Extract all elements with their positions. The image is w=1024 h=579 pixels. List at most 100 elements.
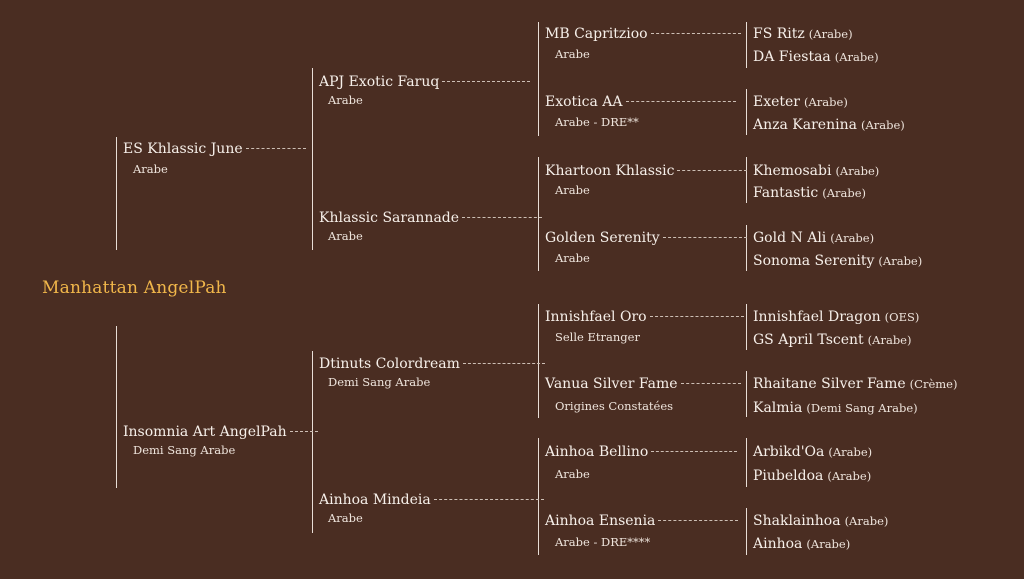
g3-name: Golden Serenity <box>545 230 660 246</box>
g3-name: Vanua Silver Fame <box>545 376 678 392</box>
g3-leader <box>658 520 739 521</box>
g4-name: Anza Karenina <box>753 117 857 133</box>
g4-name: FS Ritz <box>753 26 805 42</box>
g4-breed: (Arabe) <box>827 469 872 483</box>
g4-node-5: Fantastic(Arabe) <box>753 182 866 201</box>
g3-node-6: Ainhoa Bellino <box>545 441 738 460</box>
g3-leader <box>649 316 744 317</box>
g3-name: Ainhoa Ensenia <box>545 513 656 529</box>
g4-breed: (Arabe) <box>828 445 873 459</box>
g4-node-6: Gold N Ali(Arabe) <box>753 227 874 246</box>
g2-leader <box>462 363 545 364</box>
g4-name: Innishfael Dragon <box>753 309 881 325</box>
sire-leader <box>245 148 306 149</box>
connector-g2-2 <box>538 304 539 418</box>
g4-node-10: Rhaitane Silver Fame(Crème) <box>753 373 957 392</box>
g3-name: Khartoon Khlassic <box>545 163 675 179</box>
g4-breed: (Arabe) <box>860 118 905 132</box>
g3-leader <box>650 33 741 34</box>
g3-leader <box>662 237 747 238</box>
connector-g3-0 <box>746 22 747 68</box>
g4-name: Sonoma Serenity <box>753 253 875 269</box>
connector-root-sire <box>116 137 117 250</box>
g3-node-2: Khartoon Khlassic <box>545 160 748 179</box>
g2-node-2: Dtinuts Colordream <box>319 353 545 372</box>
g2-leader <box>442 81 531 82</box>
g4-name: Kalmia <box>753 400 803 416</box>
g3-breed: Arabe <box>555 47 590 61</box>
g4-breed: (Arabe) <box>830 231 875 245</box>
g4-node-12: Arbikd'Oa(Arabe) <box>753 441 872 460</box>
g3-breed: Arabe <box>555 467 590 481</box>
connector-g3-7 <box>746 508 747 555</box>
g4-name: GS April Tscent <box>753 332 864 348</box>
g2-breed: Arabe <box>328 93 363 107</box>
g2-breed: Demi Sang Arabe <box>328 375 431 389</box>
g4-name: Ainhoa <box>753 536 803 552</box>
g4-node-1: DA Fiestaa(Arabe) <box>753 46 879 65</box>
g4-name: Khemosabi <box>753 163 832 179</box>
g2-name: APJ Exotic Faruq <box>319 74 440 90</box>
g4-breed: (Demi Sang Arabe) <box>806 401 918 415</box>
g4-name: DA Fiestaa <box>753 49 831 65</box>
g4-name: Gold N Ali <box>753 230 827 246</box>
g4-node-4: Khemosabi(Arabe) <box>753 160 879 179</box>
sire-node: ES Khlassic June <box>123 138 306 157</box>
dam-breed: Demi Sang Arabe <box>133 443 236 457</box>
g3-name: Innishfael Oro <box>545 309 647 325</box>
g3-breed: Selle Etranger <box>555 330 640 344</box>
connector-g3-2 <box>746 157 747 203</box>
g4-node-15: Ainhoa(Arabe) <box>753 533 850 552</box>
g3-name: MB Capritzioo <box>545 26 648 42</box>
g3-breed: Origines Constatées <box>555 399 674 413</box>
connector-root-dam <box>116 326 117 488</box>
g3-node-7: Ainhoa Ensenia <box>545 510 739 529</box>
g3-breed: Arabe - DRE** <box>555 115 639 129</box>
g4-breed: (Arabe) <box>808 27 853 41</box>
g3-leader <box>651 451 738 452</box>
g4-node-9: GS April Tscent(Arabe) <box>753 329 911 348</box>
g4-breed: (Arabe) <box>844 514 889 528</box>
connector-dam <box>312 351 313 533</box>
g2-node-3: Ainhoa Mindeia <box>319 489 544 508</box>
g4-breed: (Arabe) <box>804 95 848 109</box>
g3-node-4: Innishfael Oro <box>545 306 744 325</box>
g4-breed: (OES) <box>884 310 920 324</box>
g4-breed: (Arabe) <box>835 164 880 178</box>
g4-node-3: Anza Karenina(Arabe) <box>753 114 905 133</box>
connector-sire <box>312 68 313 250</box>
g2-name: Ainhoa Mindeia <box>319 492 431 508</box>
g4-breed: (Arabe) <box>878 254 923 268</box>
sire-breed: Arabe <box>133 162 168 176</box>
g2-node-0: APJ Exotic Faruq <box>319 71 531 90</box>
g3-leader <box>677 170 748 171</box>
g4-breed: (Crème) <box>909 377 958 391</box>
g4-breed: (Arabe) <box>806 537 851 551</box>
connector-g2-0 <box>538 22 539 136</box>
g2-breed: Arabe <box>328 511 363 525</box>
g2-leader <box>462 217 543 218</box>
sire-name: ES Khlassic June <box>123 141 243 157</box>
connector-g3-3 <box>746 225 747 271</box>
connector-g2-3 <box>538 438 539 555</box>
g4-node-2: Exeter(Arabe) <box>753 91 848 110</box>
g3-name: Exotica AA <box>545 94 623 110</box>
g4-node-0: FS Ritz(Arabe) <box>753 23 853 42</box>
g4-node-11: Kalmia(Demi Sang Arabe) <box>753 397 918 416</box>
dam-node: Insomnia Art AngelPah <box>123 421 318 440</box>
connector-g2-1 <box>538 157 539 271</box>
g3-node-3: Golden Serenity <box>545 227 747 246</box>
connector-g3-1 <box>746 89 747 135</box>
g2-breed: Arabe <box>328 229 363 243</box>
g2-leader <box>433 499 544 500</box>
g3-node-5: Vanua Silver Fame <box>545 373 741 392</box>
g4-breed: (Arabe) <box>822 186 867 200</box>
connector-g3-5 <box>746 371 747 417</box>
g4-breed: (Arabe) <box>867 333 912 347</box>
g3-node-1: Exotica AA <box>545 91 736 110</box>
g4-name: Shaklainhoa <box>753 513 841 529</box>
g4-name: Rhaitane Silver Fame <box>753 376 906 392</box>
dam-name: Insomnia Art AngelPah <box>123 424 287 440</box>
g4-name: Arbikd'Oa <box>753 444 825 460</box>
g4-name: Fantastic <box>753 185 819 201</box>
